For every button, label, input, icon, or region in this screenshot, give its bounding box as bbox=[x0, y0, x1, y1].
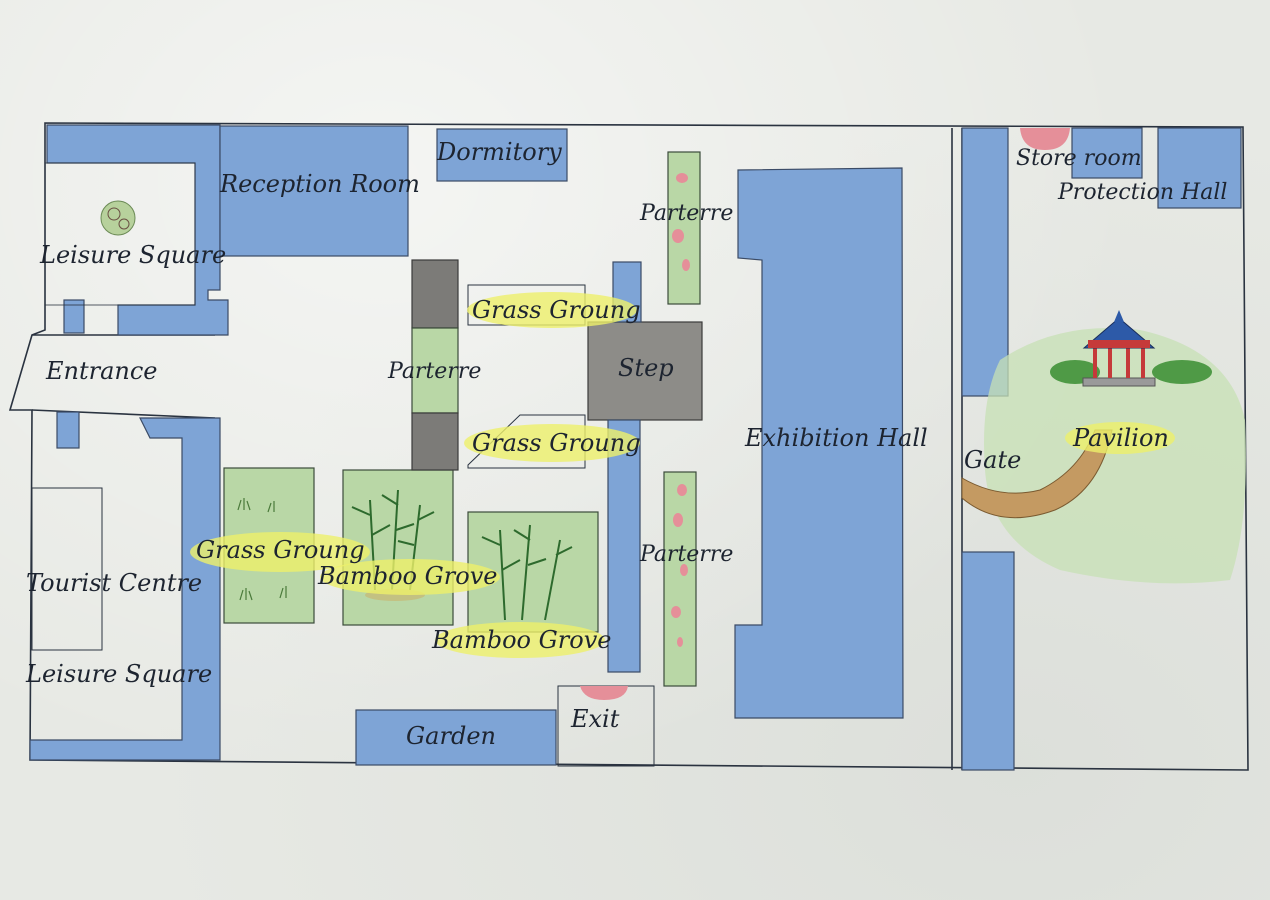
parterre-center-grey-top bbox=[411, 259, 459, 329]
parterre-bottom-strip bbox=[663, 471, 697, 687]
step bbox=[587, 321, 703, 421]
label-parterre-center: Parterre bbox=[387, 359, 481, 384]
right-wing-building-bottom bbox=[961, 551, 1015, 771]
label-entrance: Entrance bbox=[45, 357, 158, 385]
highlight-bamboo-grove-1 bbox=[320, 559, 500, 595]
label-parterre-bottom: Parterre bbox=[639, 542, 733, 567]
bottom-left-building bbox=[29, 417, 221, 761]
label-reception-room: Reception Room bbox=[219, 170, 420, 198]
label-gate: Gate bbox=[964, 446, 1021, 474]
highlight-grass-ground-3 bbox=[190, 532, 370, 572]
small-block-1 bbox=[63, 299, 85, 334]
label-leisure-square-top: Leisure Square bbox=[39, 241, 226, 269]
garden bbox=[355, 709, 557, 766]
label-exit: Exit bbox=[570, 705, 620, 733]
fountain-detail-1 bbox=[107, 207, 121, 221]
label-bamboo-grove-2: Bamboo Grove bbox=[431, 626, 611, 654]
label-grass-ground-3: Grass Groung bbox=[196, 536, 365, 564]
grass-strokes bbox=[237, 498, 287, 601]
leisure-square-top-area bbox=[44, 162, 196, 306]
store-room bbox=[1071, 127, 1143, 179]
label-tourist-centre: Tourist Centre bbox=[26, 569, 202, 597]
dormitory bbox=[436, 128, 568, 182]
label-bamboo-grove-1: Bamboo Grove bbox=[317, 562, 497, 590]
small-block-2 bbox=[56, 411, 80, 449]
highlight-bamboo-grove-2 bbox=[435, 622, 605, 658]
highlight-grass-ground-1 bbox=[467, 292, 637, 328]
parterre-bottom-flowers bbox=[671, 484, 688, 647]
label-step: Step bbox=[618, 354, 674, 382]
highlight-grass-ground-2 bbox=[464, 424, 640, 462]
parterre-center bbox=[411, 327, 459, 414]
label-exhibition-hall: Exhibition Hall bbox=[744, 424, 928, 452]
label-grass-ground-2: Grass Groung bbox=[472, 429, 641, 457]
exit-door bbox=[580, 686, 628, 700]
parterre-center-grey-bottom bbox=[411, 412, 459, 471]
reception-room bbox=[219, 125, 409, 257]
label-dormitory: Dormitory bbox=[436, 138, 562, 166]
tourist-centre bbox=[31, 487, 103, 651]
label-leisure-square-bottom: Leisure Square bbox=[25, 660, 212, 688]
label-pavilion: Pavilion bbox=[1072, 424, 1169, 452]
grass-ground-mid-bottom bbox=[467, 414, 586, 469]
store-room-door bbox=[1020, 128, 1070, 150]
pavilion bbox=[1050, 310, 1212, 387]
right-wing-building-top bbox=[961, 127, 1009, 397]
parterre-top-flowers bbox=[672, 173, 690, 271]
entrance-wall-bottom bbox=[31, 409, 216, 419]
exhibition-hall bbox=[734, 167, 904, 719]
protection-hall bbox=[1157, 127, 1242, 209]
label-parterre-top: Parterre bbox=[639, 201, 733, 226]
label-store-room: Store room bbox=[1016, 146, 1142, 171]
narrow-building-bottom bbox=[607, 419, 641, 673]
pavilion-garden bbox=[984, 328, 1246, 584]
bamboo-plants-2 bbox=[481, 524, 573, 621]
fountain-detail-2 bbox=[118, 218, 130, 230]
highlight-pavilion bbox=[1065, 422, 1175, 454]
label-garden: Garden bbox=[406, 722, 496, 750]
label-protection-hall: Protection Hall bbox=[1057, 180, 1227, 205]
label-grass-ground-1: Grass Groung bbox=[472, 296, 641, 324]
